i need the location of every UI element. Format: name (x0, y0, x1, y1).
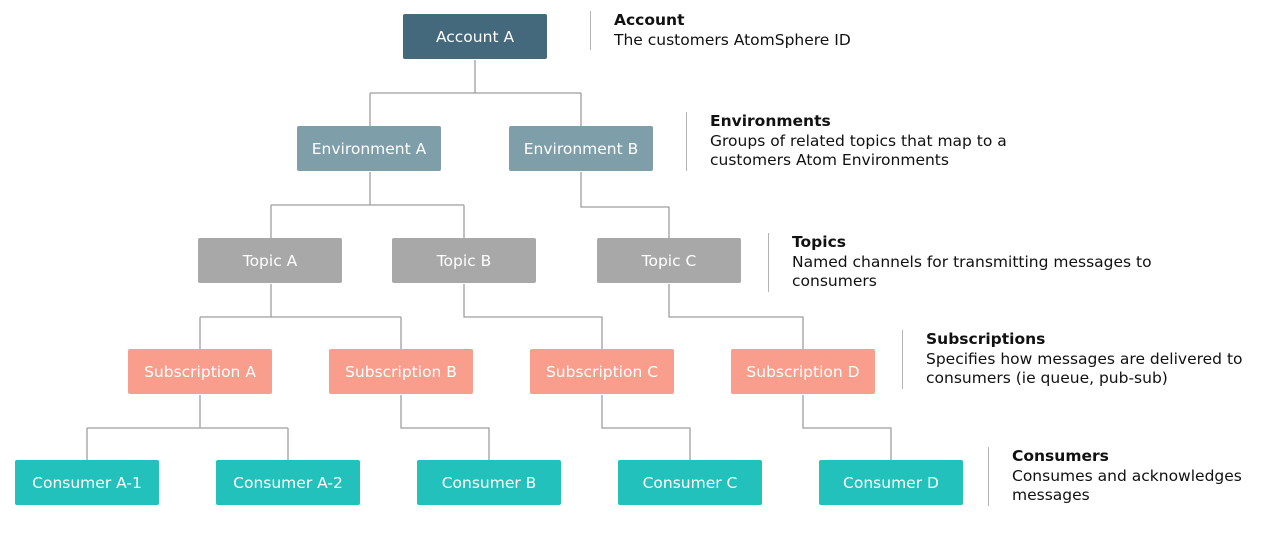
subscription-c-node: Subscription C (530, 349, 674, 394)
connector-subscription-d-consumer-d (802, 395, 892, 460)
consumer-b-node: Consumer B (417, 460, 561, 505)
legend-environments-line-2: customers Atom Environments (710, 151, 949, 169)
legend-environments: Environments Groups of related topics th… (686, 112, 1130, 171)
legend-account-line: The customers AtomSphere ID (614, 30, 851, 49)
connector-topic-a-subscriptions (199, 284, 402, 349)
consumer-a1-node: Consumer A-1 (15, 460, 159, 505)
legend-consumers-line-1: Consumes and acknowledges (1012, 466, 1242, 485)
legend-subscriptions-title: Subscriptions (926, 330, 1046, 348)
connector-environment-a-topics (270, 172, 465, 238)
topic-b-node: Topic B (392, 238, 536, 283)
legend-environments-line-1: Groups of related topics that map to a (710, 131, 1007, 150)
legend-topics-line-1: Named channels for transmitting messages… (792, 252, 1152, 271)
subscription-a-node: Subscription A (128, 349, 272, 394)
legend-topics-title: Topics (792, 233, 846, 251)
legend-subscriptions: Subscriptions Specifies how messages are… (902, 330, 1271, 389)
connector-subscription-c-consumer-c (601, 395, 691, 460)
legend-environments-title: Environments (710, 112, 831, 130)
connector-environment-b-topic-c (580, 172, 670, 238)
legend-account-title: Account (614, 11, 685, 29)
connector-topic-c-subscription-d (668, 284, 804, 349)
legend-topics-line-2: consumers (792, 272, 877, 290)
subscription-d-node: Subscription D (731, 349, 875, 394)
topic-a-node: Topic A (198, 238, 342, 283)
consumer-a2-node: Consumer A-2 (216, 460, 360, 505)
legend-topics: Topics Named channels for transmitting m… (768, 233, 1232, 292)
connector-account-environments (369, 60, 582, 126)
subscription-b-node: Subscription B (329, 349, 473, 394)
legend-consumers: Consumers Consumes and acknowledges mess… (988, 447, 1271, 506)
topic-c-node: Topic C (597, 238, 741, 283)
connector-topic-b-subscription-c (463, 284, 603, 349)
environment-b-node: Environment B (509, 126, 653, 171)
environment-a-node: Environment A (297, 126, 441, 171)
legend-consumers-title: Consumers (1012, 447, 1109, 465)
consumer-d-node: Consumer D (819, 460, 963, 505)
legend-subscriptions-line-1: Specifies how messages are delivered to (926, 349, 1243, 368)
consumer-c-node: Consumer C (618, 460, 762, 505)
legend-account: Account The customers AtomSphere ID (590, 11, 944, 50)
legend-consumers-line-2: messages (1012, 486, 1090, 504)
connector-subscription-a-consumers (86, 395, 289, 460)
connector-subscription-b-consumer-b (400, 395, 490, 460)
legend-subscriptions-line-2: consumers (ie queue, pub-sub) (926, 369, 1168, 387)
account-a-node: Account A (403, 14, 547, 59)
